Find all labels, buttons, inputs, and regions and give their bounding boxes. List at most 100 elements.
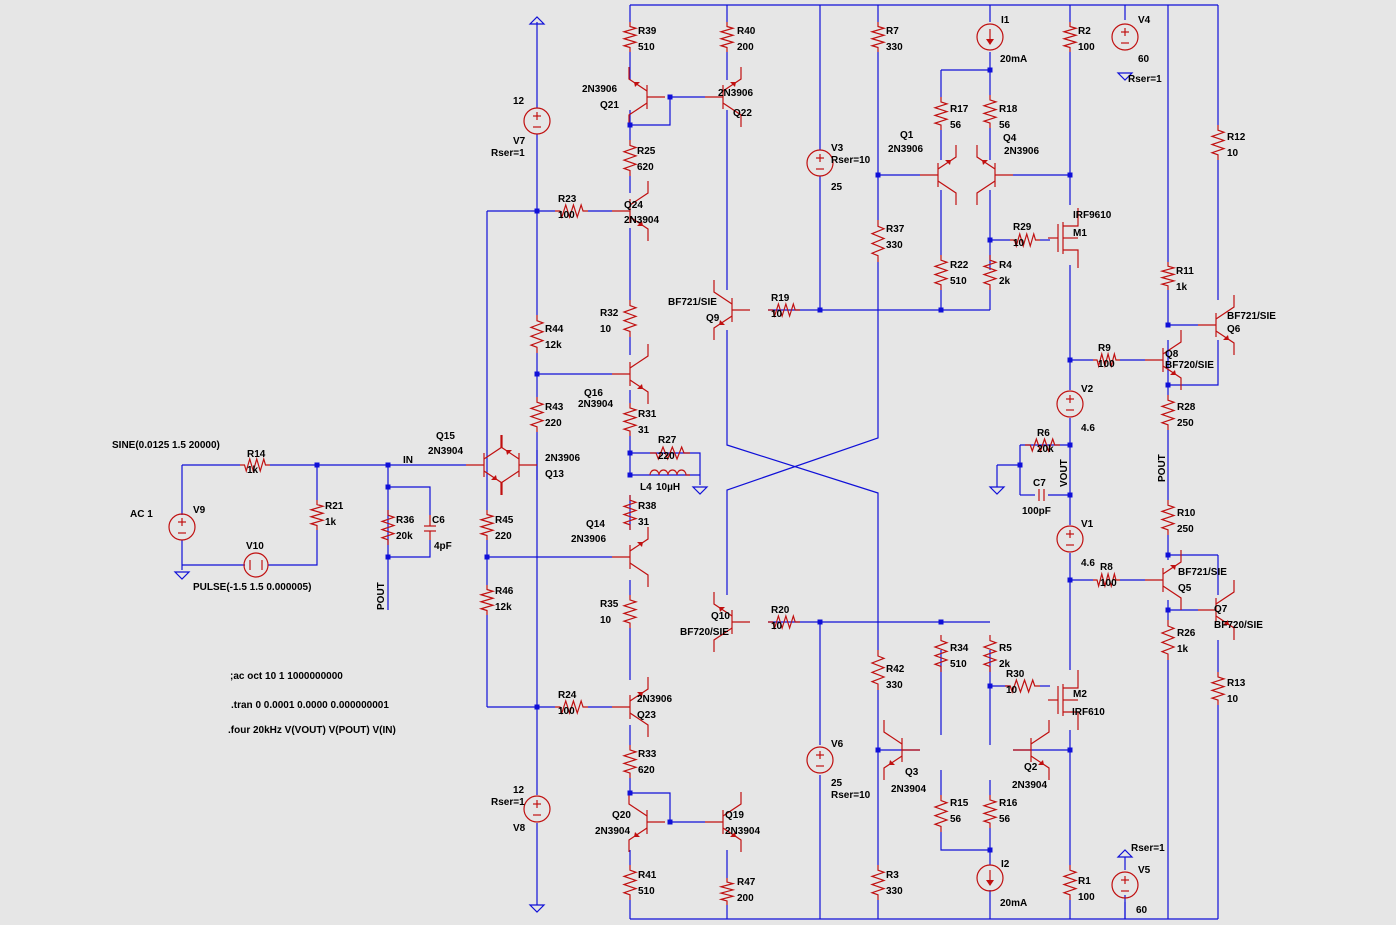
capacitor-c7[interactable] <box>1038 489 1045 501</box>
resistor-r27[interactable] <box>650 445 690 461</box>
resistor-r5[interactable] <box>982 635 998 672</box>
resistor-r20[interactable] <box>768 613 800 631</box>
voltage-source-v10[interactable] <box>243 552 269 578</box>
transistor-q15[interactable] <box>466 435 503 495</box>
resistor-r38[interactable] <box>622 495 638 530</box>
transistor-model: BF721/SIE <box>1178 567 1227 578</box>
resistor-r40[interactable] <box>718 22 736 52</box>
transistor-q19[interactable] <box>705 792 742 852</box>
resistor-r9[interactable] <box>1093 351 1120 369</box>
resistor-r43[interactable] <box>529 397 545 432</box>
voltage-source-v1[interactable] <box>1056 525 1084 553</box>
resistor-r17[interactable] <box>933 97 949 130</box>
resistor-r36[interactable] <box>380 510 396 545</box>
transistor-q1[interactable] <box>920 145 957 205</box>
transistor-q3[interactable] <box>883 720 920 780</box>
inductor-l4[interactable] <box>649 469 690 476</box>
resistor-r47[interactable] <box>718 878 736 905</box>
voltage-source-v5[interactable] <box>1111 871 1139 899</box>
resistor-r41[interactable] <box>622 865 638 900</box>
resistor-r33[interactable] <box>622 745 638 778</box>
resistor-r31[interactable] <box>622 403 638 436</box>
resistor-ref: R4 <box>999 260 1012 271</box>
resistor-r34[interactable] <box>933 635 949 672</box>
resistor-r44[interactable] <box>529 315 545 353</box>
resistor-r24[interactable] <box>555 699 588 715</box>
resistor-r18[interactable] <box>982 95 998 128</box>
resistor-r11[interactable] <box>1159 262 1177 290</box>
parts <box>168 22 1235 905</box>
transistor-q22[interactable] <box>705 67 742 127</box>
resistor-ref: R13 <box>1227 678 1246 689</box>
voltage-source-v9[interactable] <box>168 513 196 541</box>
transistor-q4[interactable] <box>976 145 1013 205</box>
transistor-q16[interactable] <box>612 344 649 404</box>
resistor-r39[interactable] <box>621 22 639 52</box>
voltage-source-v3[interactable] <box>806 149 834 177</box>
transistor-q5[interactable] <box>1145 550 1182 610</box>
resistor-r32[interactable] <box>622 300 638 337</box>
transistor-q10[interactable] <box>713 592 750 652</box>
resistor-r6[interactable] <box>1025 437 1060 453</box>
resistor-r4[interactable] <box>982 255 998 290</box>
mosfet-ref: M2 <box>1073 689 1087 700</box>
resistor-r3[interactable] <box>870 865 886 900</box>
resistor-r21[interactable] <box>308 500 326 530</box>
net-label-pout-output: POUT <box>1157 454 1168 482</box>
transistor-q13[interactable] <box>500 435 537 495</box>
resistor-r19[interactable] <box>768 301 800 319</box>
resistor-r10[interactable] <box>1160 500 1176 535</box>
voltage-source-v8[interactable] <box>523 795 551 823</box>
transistor-q20[interactable] <box>628 792 665 852</box>
resistor-r23[interactable] <box>555 203 588 219</box>
v7-value: 12 <box>513 96 525 107</box>
resistor-r15[interactable] <box>933 795 949 832</box>
current-source-i2[interactable] <box>976 864 1004 892</box>
transistor-ref: Q5 <box>1178 583 1192 594</box>
v4-value: 60 <box>1138 54 1150 65</box>
resistor-r12[interactable] <box>1210 125 1226 160</box>
transistor-q9[interactable] <box>713 280 750 340</box>
resistor-r22[interactable] <box>933 255 949 290</box>
resistor-r45[interactable] <box>478 510 496 540</box>
resistor-value: 12k <box>495 602 512 613</box>
voltage-source-v6[interactable] <box>806 746 834 774</box>
resistor-r26[interactable] <box>1160 620 1176 660</box>
resistor-ref: R19 <box>771 293 790 304</box>
resistor-r7[interactable] <box>869 22 887 52</box>
resistor-r42[interactable] <box>870 650 886 690</box>
resistor-r8[interactable] <box>1093 571 1120 589</box>
v1-label: V1 <box>1081 519 1094 530</box>
resistor-r28[interactable] <box>1160 395 1176 430</box>
voltage-source-v2[interactable] <box>1056 390 1084 418</box>
resistor-r29[interactable] <box>1010 231 1040 249</box>
capacitor-c6[interactable] <box>424 515 436 540</box>
transistor-q24[interactable] <box>612 181 649 241</box>
current-source-i1[interactable] <box>976 23 1004 51</box>
resistor-r25[interactable] <box>622 140 638 176</box>
voltage-source-v7[interactable] <box>523 107 551 135</box>
net-label-pout-input: POUT <box>376 582 387 610</box>
transistor-q14[interactable] <box>612 527 649 587</box>
transistor-q7[interactable] <box>1198 580 1235 640</box>
resistor-r2[interactable] <box>1061 22 1079 52</box>
resistor-r16[interactable] <box>982 795 998 828</box>
resistor-r13[interactable] <box>1210 672 1226 705</box>
resistor-r35[interactable] <box>622 595 638 628</box>
resistor-r30[interactable] <box>1005 678 1040 694</box>
mosfet-m1[interactable] <box>1048 208 1079 268</box>
transistor-ref: Q15 <box>436 431 455 442</box>
resistor-r14[interactable] <box>240 456 270 474</box>
resistor-r37[interactable] <box>870 220 886 262</box>
transistor-q23[interactable] <box>612 677 649 737</box>
resistor-ref: R33 <box>638 749 657 760</box>
mosfet-m2[interactable] <box>1048 670 1079 730</box>
transistor-q8[interactable] <box>1145 330 1182 390</box>
transistor-q6[interactable] <box>1198 295 1235 355</box>
resistor-r46[interactable] <box>478 585 496 615</box>
transistor-q2[interactable] <box>1013 720 1050 780</box>
resistor-r1[interactable] <box>1062 865 1078 900</box>
voltage-source-v4[interactable] <box>1111 23 1139 51</box>
transistor-q21[interactable] <box>628 67 665 127</box>
